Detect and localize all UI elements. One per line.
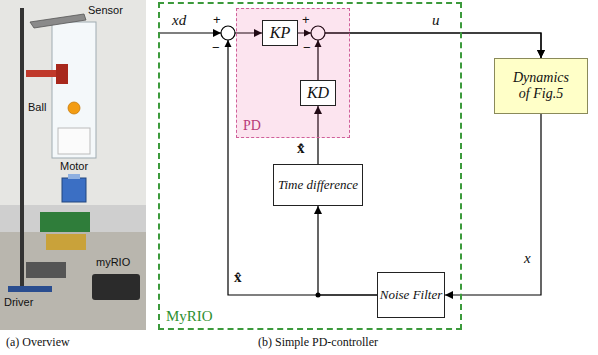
- signal-name: xd: [172, 12, 186, 29]
- photo-label: Driver: [4, 296, 33, 308]
- signal-wire: [318, 206, 377, 295]
- tube: [52, 22, 96, 158]
- photo-label: Motor: [60, 160, 88, 172]
- sign: −: [212, 41, 220, 54]
- sign: +: [302, 13, 310, 26]
- stand-base: [8, 286, 52, 292]
- arrowhead: [225, 40, 232, 47]
- clamp-head: [56, 64, 68, 84]
- motor-shaft: [68, 174, 80, 179]
- photo-label: Sensor: [88, 4, 123, 16]
- caption: (b) Simple PD-controller: [258, 335, 378, 350]
- driver-board: [46, 234, 86, 250]
- signal-wire: [445, 114, 541, 295]
- sign: +: [213, 13, 221, 26]
- node-text: Dynamics of Fig.5: [509, 70, 573, 102]
- sensor-arm: [30, 14, 86, 28]
- myrio-device: [92, 274, 140, 300]
- ball: [68, 102, 80, 114]
- gain-block: KD: [300, 80, 336, 106]
- pd-region: PD KP KD: [236, 8, 350, 138]
- sign: −: [303, 41, 311, 54]
- driver-board: [40, 212, 90, 232]
- node-text: Time difference: [278, 178, 358, 193]
- signal-name: x̂̇: [297, 139, 305, 159]
- driver-circuit: [26, 262, 66, 278]
- photo-background: [0, 0, 146, 330]
- node-text: Noise Filter: [380, 288, 442, 303]
- node-text: KD: [307, 84, 329, 102]
- signal-name: u: [432, 12, 440, 29]
- plant-box: Dynamics of Fig.5: [494, 58, 588, 114]
- signal-name: x: [524, 250, 531, 267]
- node-text: KP: [270, 24, 290, 42]
- node-text: PD: [243, 118, 261, 134]
- motor: [62, 178, 86, 202]
- gain-block: KP: [262, 20, 298, 46]
- ball-holder: [58, 128, 90, 154]
- photo-label: myRIO: [96, 256, 130, 268]
- caption: (a) Overview: [6, 335, 70, 350]
- stand-pole: [20, 8, 24, 288]
- photo-label: Ball: [28, 101, 46, 113]
- process-box: Time difference: [273, 164, 363, 206]
- summing-junction: [221, 26, 235, 40]
- branch-dot: [316, 293, 321, 298]
- filter-box: Noise Filter: [377, 272, 445, 318]
- input-wire: [158, 32, 221, 33]
- signal-name: x̂: [234, 268, 242, 288]
- node-text: MyRIO: [166, 308, 213, 325]
